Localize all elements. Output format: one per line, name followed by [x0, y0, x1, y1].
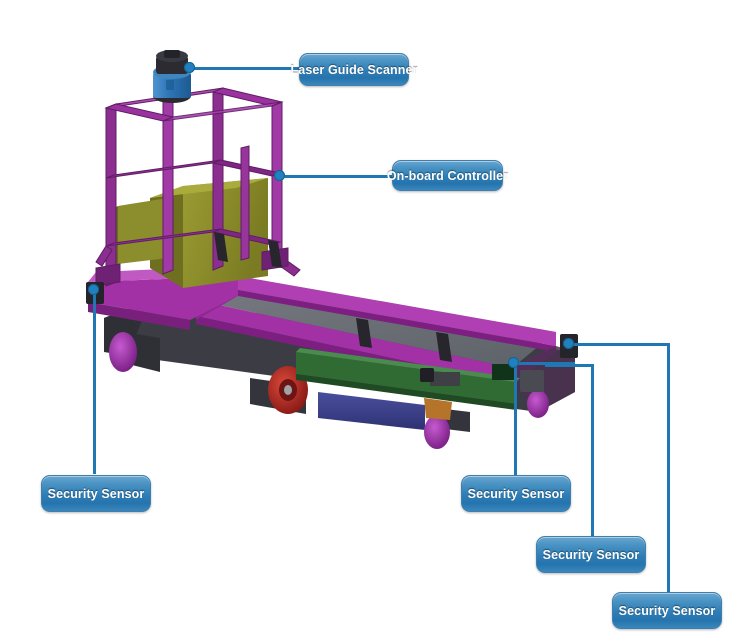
callout-on-board-controller[interactable]: On-board Controller [387, 160, 508, 191]
connector-line-sensor-front-h [545, 364, 594, 367]
callout-label-text: Security Sensor [542, 547, 640, 562]
callout-security-sensor-corner[interactable]: Security Sensor [612, 592, 722, 629]
callout-security-sensor-rear[interactable]: Security Sensor [41, 475, 151, 512]
callout-label-text: On-board Controller [386, 168, 509, 183]
connector-dot-controller [274, 170, 285, 181]
sensor-housing-corner [520, 370, 544, 392]
connector-dot-sensor-corner [563, 338, 574, 349]
callout-label-text: Security Sensor [618, 603, 716, 618]
connector-line-sensor-front-v [591, 364, 594, 536]
rear-caster-wheel [109, 332, 137, 372]
aux-cabinet [118, 198, 168, 264]
electronics-module [296, 348, 520, 410]
callout-laser-guide-scanner[interactable]: Laser Guide Scanner [291, 53, 417, 86]
callout-security-sensor-front[interactable]: Security Sensor [536, 536, 646, 573]
connector-line-sensor-corner-v [667, 343, 670, 592]
connector-line-sensor-corner-h [573, 343, 670, 346]
connector-line-sensor-mid-v [514, 362, 517, 475]
sensor-housing-mid [420, 368, 434, 382]
deck-clamps [214, 232, 452, 362]
laser-guide-scanner-part [153, 50, 191, 103]
callout-security-sensor-mid[interactable]: Security Sensor [461, 475, 571, 512]
chassis-rail-left [196, 300, 512, 384]
connector-dot-sensor-mid [508, 357, 519, 368]
side-caster-wheel [527, 390, 549, 418]
connector-dot-sensor-rear [88, 284, 99, 295]
callout-label-text: Laser Guide Scanner [290, 62, 418, 77]
callout-label-text: Security Sensor [47, 486, 145, 501]
callout-label-text: Security Sensor [467, 486, 565, 501]
connector-line-laser-scanner [189, 67, 303, 70]
battery-pack [318, 392, 425, 430]
connector-line-sensor-mid-h [513, 362, 575, 365]
chassis-rail-right [238, 276, 556, 346]
connector-dot-laser-scanner [184, 62, 195, 73]
connector-line-sensor-rear [93, 294, 96, 474]
front-caster-wheel [424, 415, 450, 449]
connector-line-controller [279, 175, 393, 178]
